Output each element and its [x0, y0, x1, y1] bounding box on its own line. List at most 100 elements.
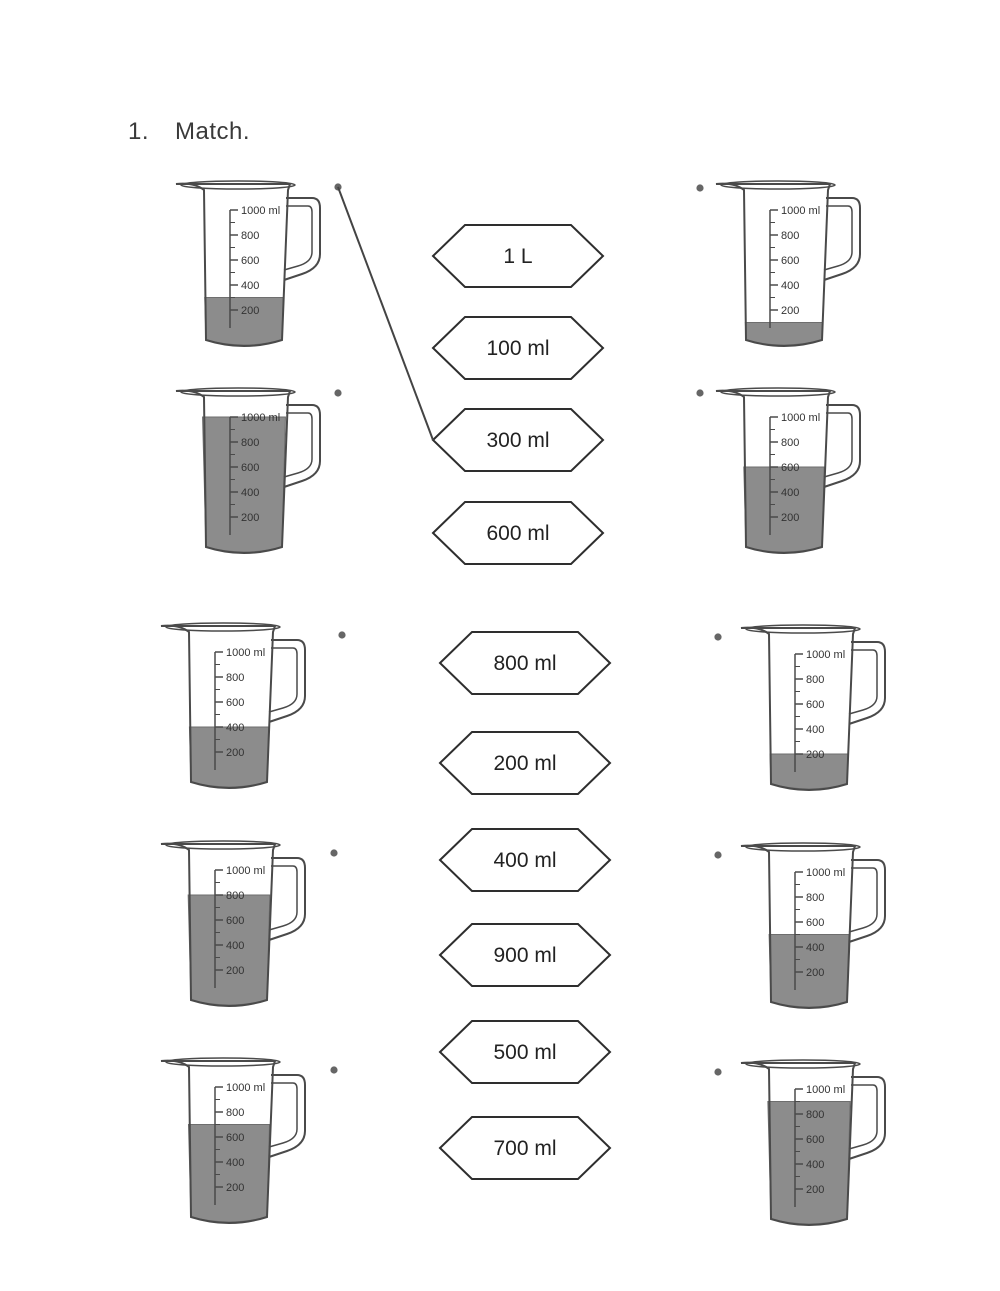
- scale-label: 400: [226, 722, 244, 734]
- jug-body: [175, 389, 292, 554]
- scale-label: 200: [226, 1182, 244, 1194]
- scale-label: 400: [806, 724, 824, 736]
- scale-label: 200: [806, 749, 824, 761]
- answer-label: 200 ml: [493, 752, 556, 775]
- scale-label: 200: [241, 305, 259, 317]
- jug-rim: [720, 387, 836, 397]
- answer-label: 400 ml: [493, 849, 556, 872]
- answer-hexagon[interactable]: 900 ml: [438, 923, 612, 987]
- jug-handle: [823, 197, 861, 281]
- hexagon-outline: [438, 923, 612, 987]
- exercise-number: 1.: [128, 118, 150, 145]
- scale-label: 600: [806, 1134, 824, 1146]
- hexagon-outline: [431, 408, 605, 472]
- jug-handle: [823, 404, 861, 488]
- jug-handle: [848, 859, 886, 943]
- answer-label: 900 ml: [493, 944, 556, 967]
- scale-label: 200: [806, 1184, 824, 1196]
- answer-label: 800 ml: [493, 652, 556, 675]
- scale-label: 800: [226, 672, 244, 684]
- jug-handle-inner: [283, 205, 313, 271]
- scale-label: 600: [226, 1132, 244, 1144]
- jug-rim: [745, 624, 861, 634]
- match-dot[interactable]: [330, 1066, 338, 1074]
- hexagon-outline: [431, 316, 605, 380]
- scale-label: 1000 ml: [781, 205, 820, 217]
- answer-hexagon[interactable]: 100 ml: [431, 316, 605, 380]
- jug-handle-inner: [848, 649, 878, 715]
- match-dot[interactable]: [714, 851, 722, 859]
- scale-label: 1000 ml: [806, 649, 845, 661]
- scale-label: 800: [781, 437, 799, 449]
- scale-label: 1000 ml: [226, 647, 265, 659]
- exercise-heading: 1. Match.: [128, 118, 250, 146]
- scale-label: 400: [781, 487, 799, 499]
- scale-label: 200: [241, 512, 259, 524]
- scale-label: 600: [241, 462, 259, 474]
- answer-hexagon[interactable]: 800 ml: [438, 631, 612, 695]
- match-dot[interactable]: [338, 631, 346, 639]
- jug-handle-inner: [848, 867, 878, 933]
- match-dot[interactable]: [714, 1068, 722, 1076]
- jug-handle: [283, 404, 321, 488]
- match-dot[interactable]: [714, 633, 722, 641]
- hexagon-outline: [438, 731, 612, 795]
- jug-body: [160, 624, 277, 789]
- jug-handle-inner: [268, 865, 298, 931]
- jug-handle: [268, 857, 306, 941]
- match-dot[interactable]: [330, 849, 338, 857]
- scale-label: 1000 ml: [241, 412, 280, 424]
- jug-handle-inner: [848, 1084, 878, 1150]
- scale-label: 200: [781, 512, 799, 524]
- match-dot[interactable]: [696, 389, 704, 397]
- jug-handle-inner: [823, 412, 853, 478]
- answer-hexagon[interactable]: 200 ml: [438, 731, 612, 795]
- jug-handle-inner: [268, 1082, 298, 1148]
- scale-label: 800: [226, 890, 244, 902]
- exercise-instruction: Match.: [175, 118, 251, 145]
- scale-label: 600: [806, 699, 824, 711]
- scale-label: 200: [226, 965, 244, 977]
- answer-label: 1 L: [503, 245, 532, 268]
- scale-label: 800: [806, 674, 824, 686]
- answer-label: 300 ml: [486, 429, 549, 452]
- jug-body: [715, 182, 832, 347]
- scale-label: 600: [806, 917, 824, 929]
- answer-hexagon[interactable]: 300 ml: [431, 408, 605, 472]
- jug-handle: [268, 1074, 306, 1158]
- match-dot[interactable]: [334, 389, 342, 397]
- answer-hexagon[interactable]: 400 ml: [438, 828, 612, 892]
- jug-rim: [720, 180, 836, 190]
- hexagon-outline: [431, 224, 605, 288]
- scale-label: 400: [781, 280, 799, 292]
- jug-body: [160, 1059, 277, 1224]
- scale-label: 1000 ml: [226, 1082, 265, 1094]
- scale-label: 200: [806, 967, 824, 979]
- scale-label: 800: [806, 892, 824, 904]
- match-dot[interactable]: [696, 184, 704, 192]
- answer-hexagon[interactable]: 500 ml: [438, 1020, 612, 1084]
- jug-handle: [268, 639, 306, 723]
- answer-hexagon[interactable]: 600 ml: [431, 501, 605, 565]
- scale-label: 600: [241, 255, 259, 267]
- liquid-fill: [743, 466, 825, 553]
- jug-handle: [848, 641, 886, 725]
- answer-hexagon[interactable]: 1 L: [431, 224, 605, 288]
- hexagon-outline: [438, 828, 612, 892]
- jug-right-3: 1000 ml 800 600 400 200: [740, 624, 886, 791]
- answer-hexagon[interactable]: 700 ml: [438, 1116, 612, 1180]
- scale-label: 400: [241, 280, 259, 292]
- scale-label: 200: [226, 747, 244, 759]
- scale-label: 400: [226, 940, 244, 952]
- scale-label: 800: [226, 1107, 244, 1119]
- jug-rim: [165, 622, 281, 632]
